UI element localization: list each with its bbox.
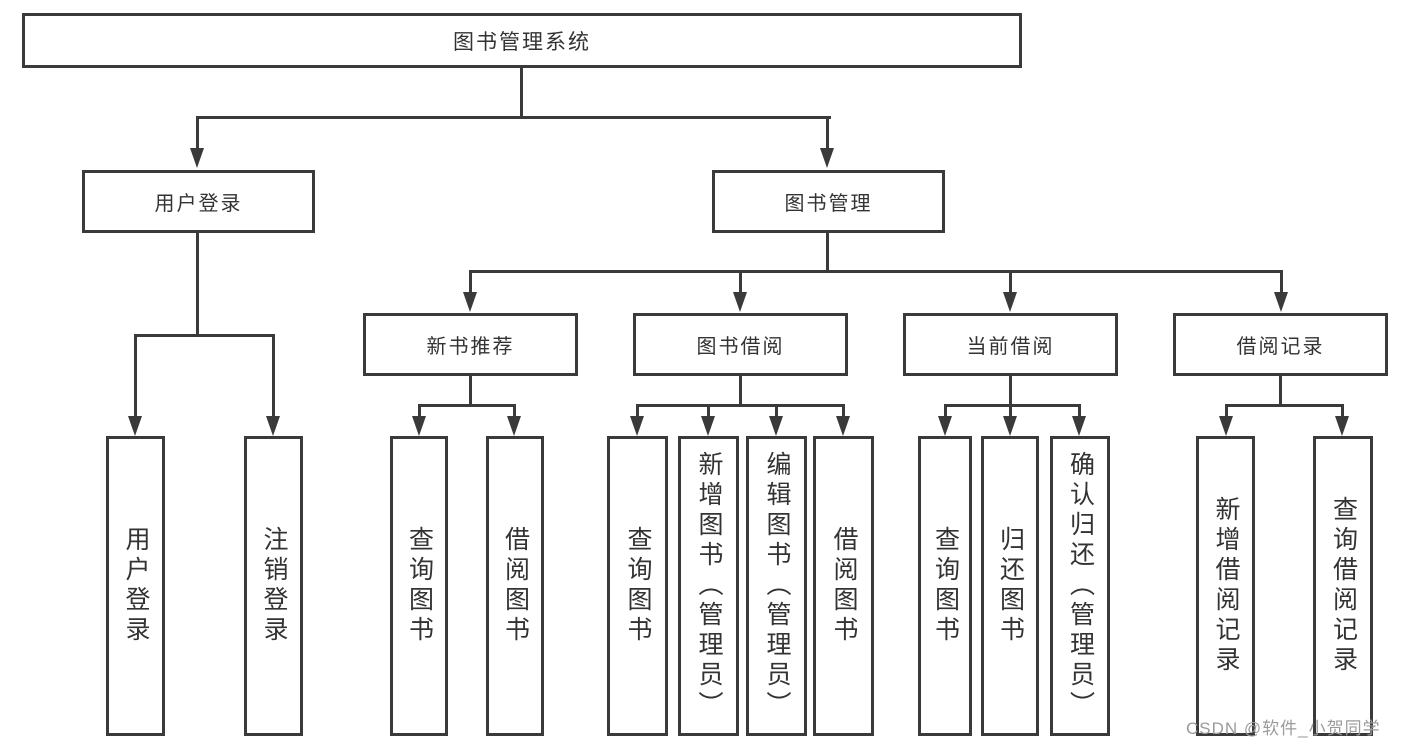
csdn-watermark: CSDN @软件_小贺同学 [1186,719,1381,738]
connector-book-borrow-bar [636,404,845,407]
arrow-down-icon [630,416,644,436]
connector-drop-leaf [636,404,639,418]
arrow-down-icon [1003,292,1017,312]
arrow-down-icon [820,148,834,168]
arrow-down-icon [701,416,715,436]
node-book-borrow: 图书借阅 [633,313,848,376]
leaf-borrow-books-recommend: 借阅图书 [486,436,544,736]
connector-drop-book-management [826,116,829,150]
connector-root-bar [196,116,831,119]
connector-drop-leaf [418,404,421,418]
connector-user-login-bar [134,334,275,337]
connector-drop-leaf [1078,404,1081,418]
arrow-down-icon [1003,416,1017,436]
node-current-borrow-label: 当前借阅 [966,336,1055,358]
leaf-label: 新增借阅记录 [1212,496,1240,676]
leaf-label: 新增图书（管理员） [695,451,723,721]
arrow-down-icon [836,416,850,436]
node-root-label: 图书管理系统 [453,30,591,54]
connector-drop-leaf [842,404,845,418]
leaf-query-books-recommend: 查询图书 [390,436,448,736]
node-user-login: 用户登录 [82,170,315,233]
leaf-edit-books-admin: 编辑图书（管理员） [746,436,807,736]
leaf-label: 查询借阅记录 [1329,496,1358,676]
leaf-query-books-current: 查询图书 [918,436,972,736]
node-borrow-records: 借阅记录 [1173,313,1388,376]
connector-drop-leaf [1225,404,1228,418]
node-new-book-recommend: 新书推荐 [363,313,578,376]
leaf-label: 借阅图书 [501,526,530,646]
connector-drop-leaf [707,404,710,418]
leaf-add-books-admin: 新增图书（管理员） [678,436,739,736]
arrow-down-icon [412,416,426,436]
connector-current-borrow-bar [944,404,1081,407]
connector-drop-user-login [196,116,199,150]
leaf-label: 查询图书 [931,526,960,646]
connector-new-book-bar [418,404,516,407]
connector-new-book-stub [469,376,472,407]
leaf-label: 注销登录 [260,526,288,646]
leaf-borrow-books: 借阅图书 [813,436,874,736]
node-current-borrow: 当前借阅 [903,313,1118,376]
arrow-down-icon [1335,416,1349,436]
connector-root-stub [520,68,523,117]
leaf-add-borrow-record: 新增借阅记录 [1196,436,1255,736]
node-user-login-label: 用户登录 [154,193,243,215]
arrow-down-icon [1274,292,1288,312]
leaf-label: 查询图书 [624,526,652,646]
node-book-management-label: 图书管理 [784,193,873,215]
arrow-down-icon [507,416,521,436]
connector-drop-leaf [1009,404,1012,418]
connector-drop-leaf [775,404,778,418]
connector-drop-leaf [513,404,516,418]
leaf-user-login: 用户登录 [106,436,165,736]
connector-drop-leaf [134,334,137,418]
connector-drop-leaf [272,334,275,418]
arrow-down-icon [190,148,204,168]
leaf-label: 编辑图书（管理员） [763,451,791,721]
leaf-query-books-borrow: 查询图书 [607,436,668,736]
connector-book-management-bar [469,270,1283,273]
node-new-book-recommend-label: 新书推荐 [426,336,515,358]
node-borrow-records-label: 借阅记录 [1236,336,1325,358]
leaf-confirm-return-admin: 确认归还（管理员） [1050,436,1110,736]
leaf-label: 用户登录 [122,526,150,646]
arrow-down-icon [938,416,952,436]
arrow-down-icon [1072,416,1086,436]
connector-drop-level3 [469,270,472,294]
leaf-return-books: 归还图书 [981,436,1039,736]
arrow-down-icon [1219,416,1233,436]
node-book-management: 图书管理 [712,170,945,233]
arrow-down-icon [128,416,142,436]
connector-current-borrow-stub [1009,376,1012,407]
connector-drop-level3 [739,270,742,294]
leaf-label: 查询图书 [405,526,434,646]
arrow-down-icon [733,292,747,312]
leaf-query-borrow-record: 查询借阅记录 [1313,436,1373,736]
arrow-down-icon [769,416,783,436]
leaf-label: 归还图书 [996,526,1025,646]
connector-borrow-records-bar [1225,404,1344,407]
leaf-label: 确认归还（管理员） [1066,451,1095,721]
connector-borrow-records-stub [1279,376,1282,407]
connector-drop-level3 [1280,270,1283,294]
node-root: 图书管理系统 [22,13,1022,68]
arrow-down-icon [266,416,280,436]
leaf-label: 借阅图书 [830,526,858,646]
connector-user-login-stub [196,233,199,337]
node-book-borrow-label: 图书借阅 [696,336,785,358]
connector-book-borrow-stub [739,376,742,407]
connector-drop-level3 [1009,270,1012,294]
leaf-logout: 注销登录 [244,436,303,736]
connector-book-management-stub [826,233,829,273]
arrow-down-icon [463,292,477,312]
connector-drop-leaf [944,404,947,418]
connector-drop-leaf [1341,404,1344,418]
